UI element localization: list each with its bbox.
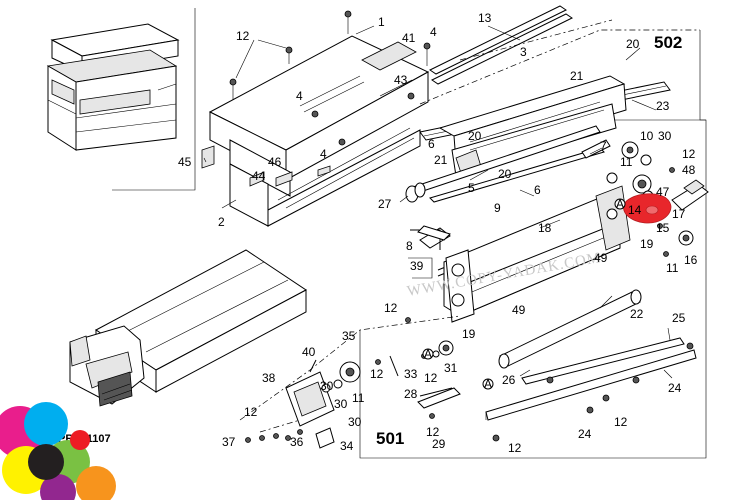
part-label: 40 <box>302 345 316 359</box>
part-label: 28 <box>404 387 418 401</box>
part-label: 23 <box>656 99 670 113</box>
part-label: 15 <box>656 221 670 235</box>
part-label: 12 <box>508 441 522 455</box>
developer-roller <box>498 289 642 369</box>
part-label: 37 <box>222 435 236 449</box>
part-label: 39 <box>410 259 424 273</box>
part-label: 21 <box>434 153 448 167</box>
toner-cartridge <box>69 249 307 407</box>
highlighted-part-14 <box>623 193 672 224</box>
section-502-frame <box>419 29 707 316</box>
doctor-blade <box>485 337 697 442</box>
lower-drive-parts <box>245 317 461 449</box>
part-label: 5 <box>468 181 475 195</box>
part-label: 35 <box>342 329 356 343</box>
part-label: 20 <box>626 37 640 51</box>
part-label: 49 <box>512 303 526 317</box>
part-label: 17 <box>672 207 686 221</box>
lever-8 <box>408 225 451 279</box>
color-wheel-logo <box>0 402 116 500</box>
ref-mark-a3: A <box>424 347 432 361</box>
part-label: 10 <box>640 129 654 143</box>
part-label-highlighted: 14 <box>628 203 642 217</box>
part-label: 33 <box>404 367 418 381</box>
part-label: 21 <box>570 69 584 83</box>
part-label: 29 <box>432 437 446 451</box>
part-label: 49 <box>594 251 608 265</box>
part-label: 3 <box>520 45 527 59</box>
developer-frame <box>443 185 631 323</box>
part-label: 25 <box>672 311 686 325</box>
part-label: 13 <box>478 11 492 25</box>
ref-mark-a1: A <box>616 197 624 211</box>
part-label: 1 <box>378 15 385 29</box>
part-label: 20 <box>468 129 482 143</box>
part-number-labels: 1 12 4 41 43 4 4 45 46 44 2 13 3 20 502 … <box>178 11 698 455</box>
part-label: 47 <box>656 185 670 199</box>
part-label: 30 <box>320 379 334 393</box>
part-label: 38 <box>262 371 276 385</box>
ref-mark-a2: A <box>484 377 492 391</box>
part-label: 36 <box>290 435 304 449</box>
section-label-502: 502 <box>654 33 682 52</box>
part-label: 4 <box>430 25 437 39</box>
part-label: 41 <box>402 31 416 45</box>
part-label: 19 <box>462 327 476 341</box>
section-501-frame <box>239 315 707 459</box>
bearing-27 <box>405 182 426 203</box>
hopper-frame <box>409 75 627 203</box>
part-label: 4 <box>296 89 303 103</box>
part-label: 12 <box>424 371 438 385</box>
section-label-501: 501 <box>376 429 404 448</box>
part-label: 4 <box>320 147 327 161</box>
part-label: 7 <box>600 139 607 153</box>
part-label: 45 <box>178 155 192 169</box>
part-label: 19 <box>640 237 654 251</box>
top-cover-screws <box>229 10 431 146</box>
part-label: 8 <box>406 239 413 253</box>
copier-thumbnail <box>46 8 196 191</box>
part-label: 11 <box>666 261 679 275</box>
part-label: 11 <box>352 391 365 405</box>
part-label: 46 <box>268 155 282 169</box>
part-label: 6 <box>534 183 541 197</box>
part-label: 22 <box>630 307 644 321</box>
part-label: 12 <box>614 415 628 429</box>
part-label: 44 <box>252 169 266 183</box>
part-label: 30 <box>658 129 672 143</box>
part-label: 43 <box>394 73 408 87</box>
part-label: 30 <box>348 415 362 429</box>
top-cover-assembly <box>201 35 430 227</box>
part-label: 34 <box>340 439 354 453</box>
part-label: 31 <box>444 361 458 375</box>
part-label: 26 <box>502 373 516 387</box>
part-label: 18 <box>538 221 552 235</box>
leader-lines <box>203 25 673 379</box>
part-label: 12 <box>426 425 440 439</box>
part-label: 30 <box>334 397 348 411</box>
part-label: 20 <box>498 167 512 181</box>
part-label: 2 <box>218 215 225 229</box>
part-label: 6 <box>428 137 435 151</box>
part-label: 11 <box>620 155 633 169</box>
part-label: 12 <box>236 29 250 43</box>
part-label: 27 <box>378 197 392 211</box>
part-label: 24 <box>578 427 592 441</box>
part-label: 24 <box>668 381 682 395</box>
part-label: 12 <box>244 405 258 419</box>
part-label: 16 <box>684 253 698 267</box>
part-label: 48 <box>682 163 696 177</box>
part-label: 12 <box>682 147 696 161</box>
reference-marks: A A A <box>422 197 626 391</box>
part-label: 9 <box>494 201 501 215</box>
part-label: 12 <box>384 301 398 315</box>
part-label: 12 <box>370 367 384 381</box>
